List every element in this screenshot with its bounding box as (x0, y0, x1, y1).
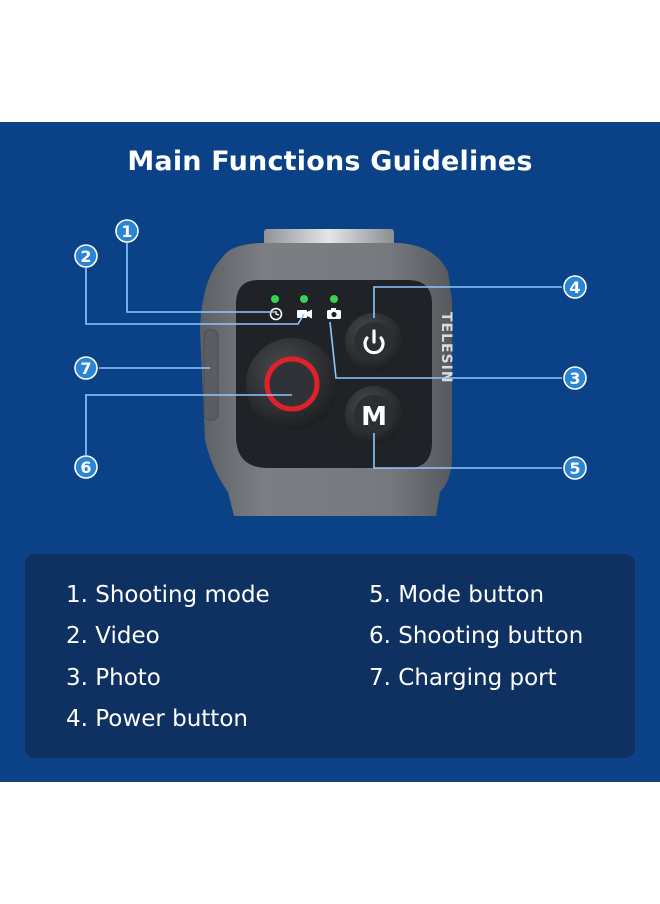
legend-item-mode-button: 5. Mode button (369, 582, 545, 608)
svg-text:5: 5 (569, 459, 580, 478)
svg-text:1: 1 (121, 222, 132, 241)
callout-badge-5: 5 (563, 456, 587, 480)
power-button (345, 313, 403, 371)
callout-badge-1: 1 (115, 219, 139, 243)
shooting-button (246, 338, 338, 430)
callout-line-3 (329, 321, 562, 379)
callout-badge-7: 7 (74, 356, 98, 380)
svg-text:4: 4 (569, 278, 580, 297)
legend-item-video: 2. Video (66, 623, 160, 649)
callout-badge-2: 2 (74, 244, 98, 268)
brand-logo: TELESIN (438, 312, 454, 384)
callout-badge-6: 6 (74, 455, 98, 479)
callout-line-6 (85, 394, 292, 455)
legend-item-shooting-mode: 1. Shooting mode (66, 582, 270, 608)
legend-item-charging-port: 7. Charging port (369, 665, 557, 691)
svg-text:2: 2 (80, 247, 91, 266)
photo-camera-icon (327, 308, 341, 319)
svg-text:3: 3 (569, 369, 580, 388)
legend-item-power-button: 4. Power button (66, 706, 248, 732)
mode-button: M (345, 386, 403, 444)
legend-item-shooting-button: 6. Shooting button (369, 623, 584, 649)
callout-badge-3: 3 (563, 366, 587, 390)
legend-box (25, 554, 635, 758)
indicator-led-video (300, 295, 308, 303)
legend-item-photo: 3. Photo (66, 665, 161, 691)
video-camera-icon (297, 309, 312, 319)
svg-text:7: 7 (80, 359, 91, 378)
callout-line-4 (373, 286, 562, 318)
indicator-led-timer (271, 295, 279, 303)
charging-port (203, 329, 219, 421)
page-title: Main Functions Guidelines (127, 146, 533, 177)
callout-lines (85, 243, 562, 469)
timer-icon (269, 307, 283, 321)
mode-button-label: M (361, 402, 387, 432)
callout-badge-4: 4 (563, 275, 587, 299)
callout-line-1 (126, 243, 275, 313)
svg-text:6: 6 (80, 458, 91, 477)
indicator-led-photo (330, 295, 338, 303)
power-icon (363, 336, 385, 355)
callout-line-2 (85, 268, 305, 325)
callout-line-5 (373, 433, 562, 469)
